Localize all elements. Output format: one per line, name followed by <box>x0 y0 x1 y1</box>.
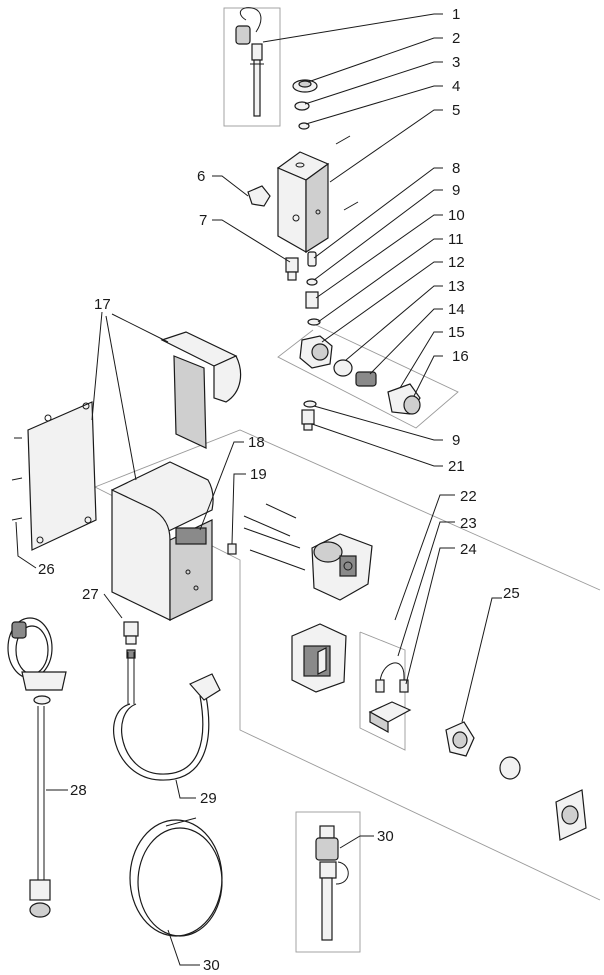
pump-cover-plate <box>291 623 347 693</box>
callout-9-lower: 9 <box>452 432 460 449</box>
wall-mount-parts <box>445 721 587 841</box>
callout-3: 3 <box>452 54 460 71</box>
leader-lines <box>15 13 502 966</box>
callout-29: 29 <box>200 790 217 807</box>
outlet-fitting <box>123 621 139 659</box>
housing-cover <box>111 461 214 621</box>
callout-6: 6 <box>197 168 205 185</box>
callout-26: 26 <box>38 561 55 578</box>
side-fittings <box>247 185 299 281</box>
callout-12: 12 <box>448 254 465 271</box>
top-hood <box>160 331 242 449</box>
callout-numbers: 1 2 3 4 5 6 7 8 9 10 11 12 13 14 15 16 9… <box>38 6 520 974</box>
callout-8: 8 <box>452 160 460 177</box>
callout-28: 28 <box>70 782 87 799</box>
screws-and-plug <box>227 503 306 571</box>
callout-22: 22 <box>460 488 477 505</box>
callout-1: 1 <box>452 6 460 23</box>
callout-30-hose: 30 <box>203 957 220 974</box>
callout-30-lance: 30 <box>377 828 394 845</box>
callout-2: 2 <box>452 30 460 47</box>
callout-14: 14 <box>448 301 465 318</box>
cap-seal-parts <box>292 79 318 130</box>
callout-18: 18 <box>248 434 265 451</box>
coiled-hose <box>129 817 223 937</box>
suction-lance <box>315 825 349 941</box>
pump-unit <box>311 533 373 601</box>
callout-17: 17 <box>94 296 111 313</box>
sensor-probe <box>235 7 264 117</box>
callout-23: 23 <box>460 515 477 532</box>
control-board <box>368 662 412 734</box>
callout-24: 24 <box>460 541 477 558</box>
callout-15: 15 <box>448 324 465 341</box>
callout-19: 19 <box>250 466 267 483</box>
callout-13: 13 <box>448 278 465 295</box>
valve-assembly <box>299 251 421 431</box>
callout-5: 5 <box>452 102 460 119</box>
manifold-block <box>276 135 359 254</box>
callout-16: 16 <box>452 348 469 365</box>
float-sensor-rod <box>7 617 67 918</box>
callout-7: 7 <box>199 212 207 229</box>
power-cable-and-hose <box>113 652 221 781</box>
callout-27: 27 <box>82 586 99 603</box>
callout-21: 21 <box>448 458 465 475</box>
callout-10: 10 <box>448 207 465 224</box>
callout-9-upper: 9 <box>452 182 460 199</box>
callout-25: 25 <box>503 585 520 602</box>
callout-11: 11 <box>448 231 464 248</box>
callout-4: 4 <box>452 78 460 95</box>
back-panel <box>11 401 97 551</box>
